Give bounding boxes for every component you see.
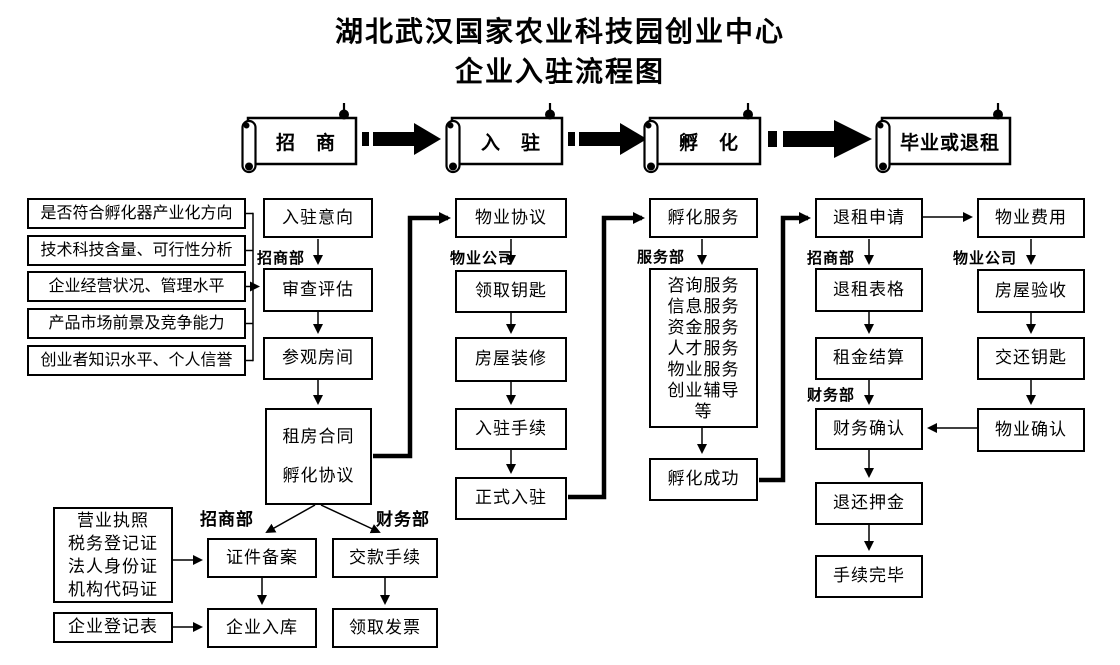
phase-label-entry: 入 驻 bbox=[480, 132, 541, 154]
phase-label-incubate: 孵 化 bbox=[678, 132, 739, 154]
node-termination-request: 退租申请 bbox=[815, 198, 923, 238]
termination-column-arrows bbox=[864, 212, 973, 551]
service-talent: 人才服务 bbox=[667, 338, 740, 358]
doc-org-code: 机构代码证 bbox=[68, 580, 158, 599]
scroll-roll-icon bbox=[875, 119, 891, 174]
dept-label-marketing-1: 招商部 bbox=[257, 250, 306, 267]
node-review: 审查评估 bbox=[263, 268, 373, 312]
scroll-roll-icon bbox=[241, 119, 257, 174]
page-title: 湖北武汉国家农业科技园创业中心 bbox=[334, 16, 785, 47]
phase-arrow-3 bbox=[768, 120, 872, 158]
node-get-invoice: 领取发票 bbox=[332, 608, 438, 648]
phase-banner-graduate: 毕业或退租 bbox=[874, 100, 1020, 174]
node-visit-room: 参观房间 bbox=[263, 337, 373, 380]
scroll-shape-icon bbox=[445, 103, 564, 174]
node-finance-confirm: 财务确认 bbox=[815, 408, 923, 450]
scroll-knob-icon bbox=[339, 109, 349, 120]
node-property-agreement: 物业协议 bbox=[455, 198, 567, 238]
criteria-box-tech-feasibility: 技术科技含量、可行性分析 bbox=[27, 235, 246, 266]
node-document-filing: 证件备案 bbox=[207, 538, 317, 578]
scroll-roll-end bbox=[245, 162, 253, 171]
node-company-entry-db: 企业入库 bbox=[207, 608, 317, 648]
doc-tax-registration: 税务登记证 bbox=[68, 534, 158, 553]
service-funding: 资金服务 bbox=[667, 317, 740, 337]
scroll-roll-icon bbox=[445, 119, 461, 174]
node-registration-form: 企业登记表 bbox=[53, 612, 173, 643]
scroll-body bbox=[450, 116, 564, 166]
property-column-arrows bbox=[927, 239, 1036, 433]
scroll-roll-icon bbox=[643, 119, 659, 174]
connector-official-entry-to-incubation-service bbox=[568, 212, 645, 500]
criteria-box-market-competitiveness: 产品市场前景及竞争能力 bbox=[27, 308, 246, 339]
node-property-confirm: 物业确认 bbox=[977, 408, 1085, 452]
phase-banner-recruit: 招 商 bbox=[240, 100, 366, 174]
phase-label-recruit: 招 商 bbox=[275, 132, 336, 154]
node-entry-intent: 入驻意向 bbox=[263, 198, 373, 238]
dept-label-service: 服务部 bbox=[637, 249, 686, 266]
recruit-column-arrows bbox=[173, 239, 390, 632]
node-termination-form: 退租表格 bbox=[815, 268, 923, 312]
node-house-inspection: 房屋验收 bbox=[977, 269, 1085, 313]
contract-line-rent: 租房合同 bbox=[282, 427, 355, 447]
node-contract: 租房合同 孵化协议 bbox=[265, 408, 372, 505]
phase-banner-entry: 入 驻 bbox=[444, 100, 572, 174]
node-payment-procedure: 交款手续 bbox=[332, 538, 438, 578]
phase-label-graduate: 毕业或退租 bbox=[899, 132, 1000, 154]
service-startup-coaching: 创业辅导 bbox=[667, 380, 740, 400]
dept-label-finance-2: 财务部 bbox=[376, 510, 430, 529]
dept-label-property-co-2: 物业公司 bbox=[953, 250, 1018, 267]
node-entry-procedure: 入驻手续 bbox=[455, 408, 567, 450]
node-documents: 营业执照 税务登记证 法人身份证 机构代码证 bbox=[53, 507, 173, 603]
scroll-shape-icon bbox=[241, 103, 358, 174]
criteria-bracket bbox=[246, 212, 260, 362]
dept-label-finance-1: 财务部 bbox=[807, 387, 856, 404]
connector-incubation-success-to-termination-request bbox=[759, 212, 811, 483]
node-rent-settlement: 租金结算 bbox=[815, 337, 923, 380]
node-procedure-complete: 手续完毕 bbox=[815, 555, 923, 598]
scroll-roll-dot bbox=[877, 122, 884, 129]
service-consulting: 咨询服务 bbox=[667, 275, 740, 295]
phase-banner-incubate: 孵 化 bbox=[642, 100, 770, 174]
scroll-roll-dot bbox=[447, 122, 454, 129]
scroll-knob-icon bbox=[993, 109, 1003, 120]
service-etc: 等 bbox=[694, 401, 713, 421]
doc-business-license: 营业执照 bbox=[77, 511, 149, 530]
service-information: 信息服务 bbox=[667, 296, 740, 316]
dept-label-marketing-3: 招商部 bbox=[200, 510, 254, 529]
criteria-box-industrial-direction: 是否符合孵化器产业化方向 bbox=[27, 198, 246, 229]
connector-contract-to-property-agreement bbox=[373, 212, 451, 459]
scroll-roll-dot bbox=[645, 122, 652, 129]
dept-label-property-co-1: 物业公司 bbox=[450, 250, 515, 267]
service-property: 物业服务 bbox=[667, 359, 740, 379]
contract-line-incubation: 孵化协议 bbox=[282, 465, 355, 485]
node-incubation-service: 孵化服务 bbox=[649, 198, 758, 238]
scroll-knob-icon bbox=[545, 109, 555, 120]
scroll-roll-end bbox=[449, 162, 457, 171]
criteria-box-operation-management: 企业经营状况、管理水平 bbox=[27, 271, 246, 302]
node-official-entry: 正式入驻 bbox=[455, 477, 567, 520]
dept-label-marketing-2: 招商部 bbox=[807, 250, 856, 267]
scroll-body bbox=[648, 116, 762, 166]
node-service-list: 咨询服务 信息服务 资金服务 人才服务 物业服务 创业辅导 等 bbox=[649, 268, 758, 428]
scroll-roll-dot bbox=[243, 122, 250, 129]
scroll-shape-icon bbox=[643, 103, 762, 174]
node-property-fee: 物业费用 bbox=[977, 198, 1085, 238]
node-return-keys: 交还钥匙 bbox=[977, 337, 1085, 380]
node-get-keys: 领取钥匙 bbox=[455, 270, 567, 313]
doc-legal-person-id: 法人身份证 bbox=[68, 557, 158, 576]
node-deposit-refund: 退还押金 bbox=[815, 482, 923, 525]
phase-arrow-2 bbox=[568, 123, 647, 155]
phase-arrow-1 bbox=[362, 123, 441, 155]
scroll-roll-end bbox=[647, 162, 655, 171]
scroll-body bbox=[880, 116, 1012, 166]
scroll-knob-icon bbox=[743, 109, 753, 120]
scroll-shape-icon bbox=[875, 103, 1012, 174]
scroll-body bbox=[246, 116, 358, 166]
scroll-roll-end bbox=[879, 162, 887, 171]
criteria-box-founder-credit: 创业者知识水平、个人信誉 bbox=[27, 345, 246, 376]
page-subtitle: 企业入驻流程图 bbox=[454, 56, 665, 87]
node-renovation: 房屋装修 bbox=[455, 337, 567, 382]
node-incubation-success: 孵化成功 bbox=[649, 458, 758, 501]
